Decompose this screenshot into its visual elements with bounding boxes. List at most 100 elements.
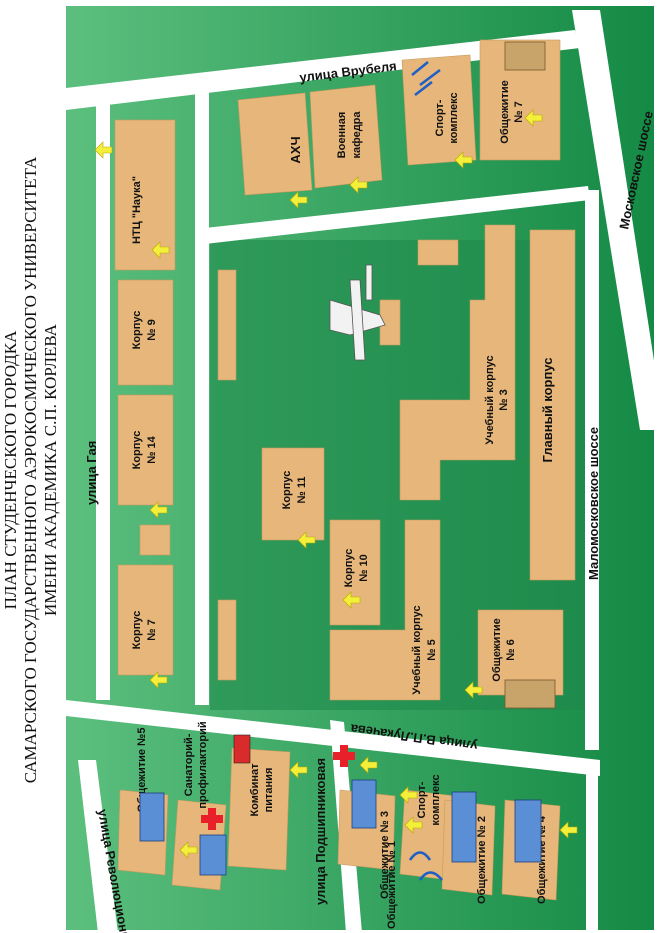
arrow-icon [149,671,168,689]
label-voen-1: Военная [336,112,348,159]
dorm-icon-obsh4 [514,799,542,863]
label-kombinat-b: питания [263,768,275,813]
arrow-icon [524,109,543,127]
label-ahch: АХЧ [288,136,303,163]
label-sanat-b: профилакторий [197,721,209,808]
building-voen-kafedra [309,84,383,189]
label-uk3-a: Учебный корпус [484,355,496,444]
building-k14b [139,524,171,556]
label-obsh3: Общежитие № 3 [379,811,391,899]
label-uk5-b: № 5 [426,639,438,660]
road-moskovskoe [572,10,657,430]
arrow-icon [297,531,316,549]
title-line-3: ИМЕНИ АКАДЕМИКА С.П. КОРЛЕВА [41,324,60,616]
label-sanat-a: Санаторий- [183,733,195,796]
arrow-icon [454,151,473,169]
label-k10-b: № 10 [358,554,370,582]
building-uk3 [399,224,516,501]
map-title: ПЛАН СТУДЕНЧЕСКОГО ГОРОДКА САМАРСКОГО ГО… [1,60,61,880]
red-cross-icon [333,745,355,767]
building-small1 [217,269,237,381]
label-obsh1: Общежитие № 1 [386,841,398,929]
dorm-icon-sanat [199,834,227,876]
label-obsh7-a: Общежитие [499,80,511,143]
road-malomoskovskoe [585,190,599,750]
building-small2 [217,599,237,681]
arrow-icon [359,756,378,774]
airplane-icon [329,264,386,361]
red-cross-icon [201,808,223,830]
label-sport2-b: комплекс [430,774,442,825]
label-kombinat-a: Комбинат [249,763,261,817]
building-ahch [237,92,313,196]
label-obsh6-a: Общежитие [491,618,503,681]
label-k14-b: № 14 [146,435,158,463]
label-obsh6-b: № 6 [505,639,517,660]
arrow-icon [179,841,198,859]
label-uk3-b: № 3 [498,389,510,410]
dorm-icon-obsh3 [351,779,377,829]
roads [66,10,657,933]
dorm-pictograms [139,779,542,876]
building-uk5 [329,519,441,701]
building-k11 [261,447,325,541]
building-obsh7 [479,39,561,161]
campus-map: улица Врубеля Московское шоссе улица Гая… [66,6,657,933]
building-small4 [417,239,459,266]
road-inner-top [205,186,590,244]
arrow-icon [464,681,483,699]
building-k9 [117,279,174,386]
street-label-malomoskovskoe: Маломосковское шоссе [586,427,601,580]
label-k10-a: Корпус [343,549,355,588]
title-block: ПЛАН СТУДЕНЧЕСКОГО ГОРОДКА САМАРСКОГО ГО… [0,0,62,933]
arrow-icon [289,761,308,779]
dorm-icon-obsh2 [451,791,477,863]
label-obsh7-b: № 7 [513,101,525,122]
label-voen-2: кафедра [351,111,363,159]
label-k7-b: № 7 [146,619,158,640]
label-k9-b: № 9 [146,319,158,340]
road-revolyutsionnaya [78,760,118,933]
entrance-arrows [94,109,578,859]
label-k14-a: Корпус [131,431,143,470]
label-k11-a: Корпус [281,471,293,510]
road-vrubelya [66,30,580,110]
building-sport1 [401,54,477,166]
building-ntc [114,119,176,271]
label-ntc: НТЦ "Наука" [131,176,143,244]
arrow-icon [149,501,168,519]
building-k10 [329,519,381,626]
label-main: Главный корпус [540,358,555,463]
label-k11-b: № 11 [296,477,308,504]
street-label-gaya: улица Гая [84,441,99,505]
road-gaya [96,100,110,700]
medical-crosses [201,745,355,830]
sport-icon [408,851,443,881]
arrow-icon [404,816,423,834]
road-inner-vertical [195,90,209,705]
road-right-bottom [586,760,598,933]
arrow-icon [342,591,361,609]
street-label-podshipnikovaya: улица Подшипниковая [313,758,328,905]
label-obsh2: Общежитие № 2 [476,816,488,904]
label-sport1-a: Спорт- [434,99,446,136]
label-k7-a: Корпус [131,611,143,650]
building-kombinat [227,747,291,871]
title-line-1: ПЛАН СТУДЕНЧЕСКОГО ГОРОДКА [1,330,20,610]
sport-icon [411,61,441,96]
label-k9-a: Корпус [131,311,143,350]
title-line-2: САМАРСКОГО ГОСУДАРСТВЕННОГО АЭРОКОСМИЧЕС… [21,156,40,784]
dorm-icon-obsh6 [504,679,556,709]
dorm-icon-obsh7 [504,41,546,71]
dorm-icon-obsh5 [139,792,165,842]
arrow-icon [94,141,113,159]
label-uk5-a: Учебный корпус [411,605,423,694]
label-sport2-a: Спорт- [416,781,428,818]
arrow-icon [349,176,368,194]
arrow-icon [559,821,578,839]
arrow-icon [399,786,418,804]
building-main [529,229,576,581]
label-obsh5: Общежитие №5 [136,728,148,813]
building-k7 [117,564,174,676]
label-sport1-b: комплекс [448,92,460,143]
